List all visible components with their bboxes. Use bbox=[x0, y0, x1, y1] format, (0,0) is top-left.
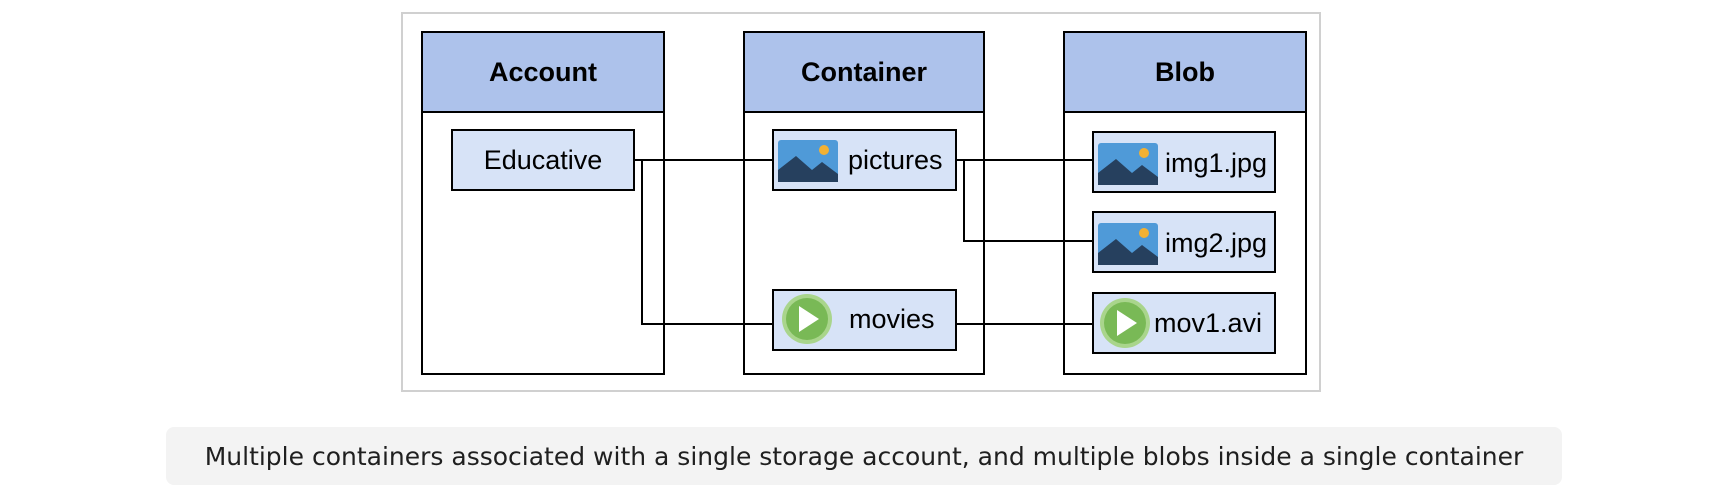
node-mov1: mov1.avi bbox=[1092, 292, 1276, 354]
connector-educative-movies bbox=[641, 160, 773, 325]
container-title: Container bbox=[801, 57, 928, 87]
connectors bbox=[634, 159, 1093, 325]
node-img2: img2.jpg bbox=[1092, 211, 1276, 273]
node-educative: Educative bbox=[451, 129, 635, 191]
account-title: Account bbox=[489, 57, 597, 87]
image-icon bbox=[1098, 143, 1158, 185]
node-mov1-label: mov1.avi bbox=[1154, 308, 1262, 338]
play-icon bbox=[1100, 298, 1150, 348]
image-icon bbox=[778, 140, 838, 182]
figure-caption: Multiple containers associated with a si… bbox=[166, 427, 1562, 485]
node-movies-label: movies bbox=[849, 304, 935, 334]
blob-title: Blob bbox=[1155, 57, 1215, 87]
account-header bbox=[421, 31, 665, 113]
node-pictures-label: pictures bbox=[848, 145, 943, 175]
node-educative-label: Educative bbox=[484, 145, 603, 175]
node-img1-label: img1.jpg bbox=[1165, 148, 1267, 178]
play-icon bbox=[782, 294, 832, 344]
node-pictures: pictures bbox=[772, 129, 957, 191]
connector-pictures-img2 bbox=[963, 160, 1093, 242]
container-header bbox=[743, 31, 985, 113]
image-icon bbox=[1098, 223, 1158, 265]
account-column: Account bbox=[421, 31, 665, 375]
node-movies: movies bbox=[772, 289, 957, 351]
node-img1: img1.jpg bbox=[1092, 131, 1276, 193]
node-img2-label: img2.jpg bbox=[1165, 228, 1267, 258]
